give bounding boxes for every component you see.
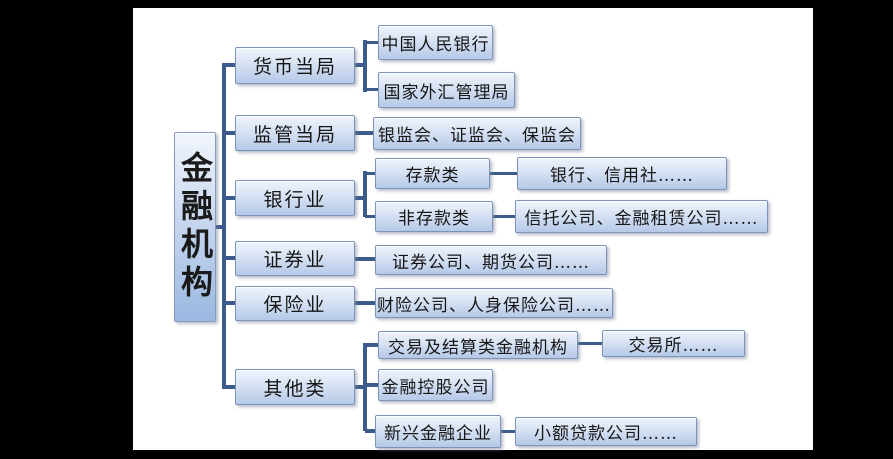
connector-stub-monetary (224, 63, 235, 67)
connector-stub-holding (365, 383, 378, 387)
node-emerging-financial-enterprises: 新兴金融企业 (375, 415, 501, 448)
connector-insurance-line (355, 301, 375, 305)
node-banking: 银行业 (235, 180, 355, 216)
node-safe: 国家外汇管理局 (378, 72, 515, 108)
connector-stub-safe (365, 88, 378, 91)
node-securities-futures-companies: 证券公司、期货公司…… (375, 245, 607, 275)
node-insurance: 保险业 (235, 286, 355, 321)
node-pboc: 中国人民银行 (378, 25, 493, 60)
node-root: 金融机构 (174, 132, 216, 322)
node-microloan-companies: 小额贷款公司…… (515, 417, 697, 446)
connector-monetary-v (363, 40, 367, 92)
connector-stub-trading (365, 343, 378, 347)
node-exchanges: 交易所…… (602, 330, 745, 357)
connector-stub-securities (224, 256, 235, 260)
node-banks-credit-unions: 银行、信用社…… (517, 157, 727, 190)
connector-emerging-child (501, 430, 515, 433)
connector-banking-h (355, 196, 367, 200)
diagram-canvas: 金融机构 货币当局 中国人民银行 国家外汇管理局 监管当局 银监会、证监会、保监… (133, 8, 813, 450)
node-trading-clearing-institutions: 交易及结算类金融机构 (378, 331, 578, 359)
node-deposit-type: 存款类 (375, 158, 490, 189)
connector-others-h (355, 385, 367, 389)
node-regulators: 监管当局 (235, 115, 355, 151)
connector-banking-v (363, 171, 367, 217)
node-others: 其他类 (235, 369, 355, 405)
node-non-deposit-type: 非存款类 (375, 201, 493, 232)
connector-stub-deposit (365, 172, 375, 175)
connector-securities-line (355, 257, 375, 261)
node-monetary-authority: 货币当局 (235, 47, 355, 84)
connector-monetary-h (355, 63, 367, 67)
connector-root-stub (216, 225, 226, 229)
connector-trading-child (578, 342, 602, 345)
connector-stub-nondeposit (365, 215, 375, 218)
connector-stub-regulators (224, 131, 235, 135)
connector-others-v (363, 343, 367, 431)
connector-stub-emerging (365, 429, 375, 433)
node-securities: 证券业 (235, 241, 355, 276)
node-financial-holding-companies: 金融控股公司 (378, 369, 493, 401)
node-three-commissions: 银监会、证监会、保监会 (373, 117, 581, 150)
node-trust-leasing-companies: 信托公司、金融租赁公司…… (515, 200, 768, 233)
connector-deposit-child (490, 172, 517, 175)
connector-regulators-line (355, 131, 373, 135)
connector-stub-others (224, 385, 235, 389)
node-property-life-insurance: 财险公司、人身保险公司…… (375, 288, 613, 318)
connector-nondeposit-child (493, 215, 515, 218)
connector-stub-pboc (365, 41, 378, 44)
connector-stub-insurance (224, 301, 235, 305)
connector-stub-banking (224, 196, 235, 200)
